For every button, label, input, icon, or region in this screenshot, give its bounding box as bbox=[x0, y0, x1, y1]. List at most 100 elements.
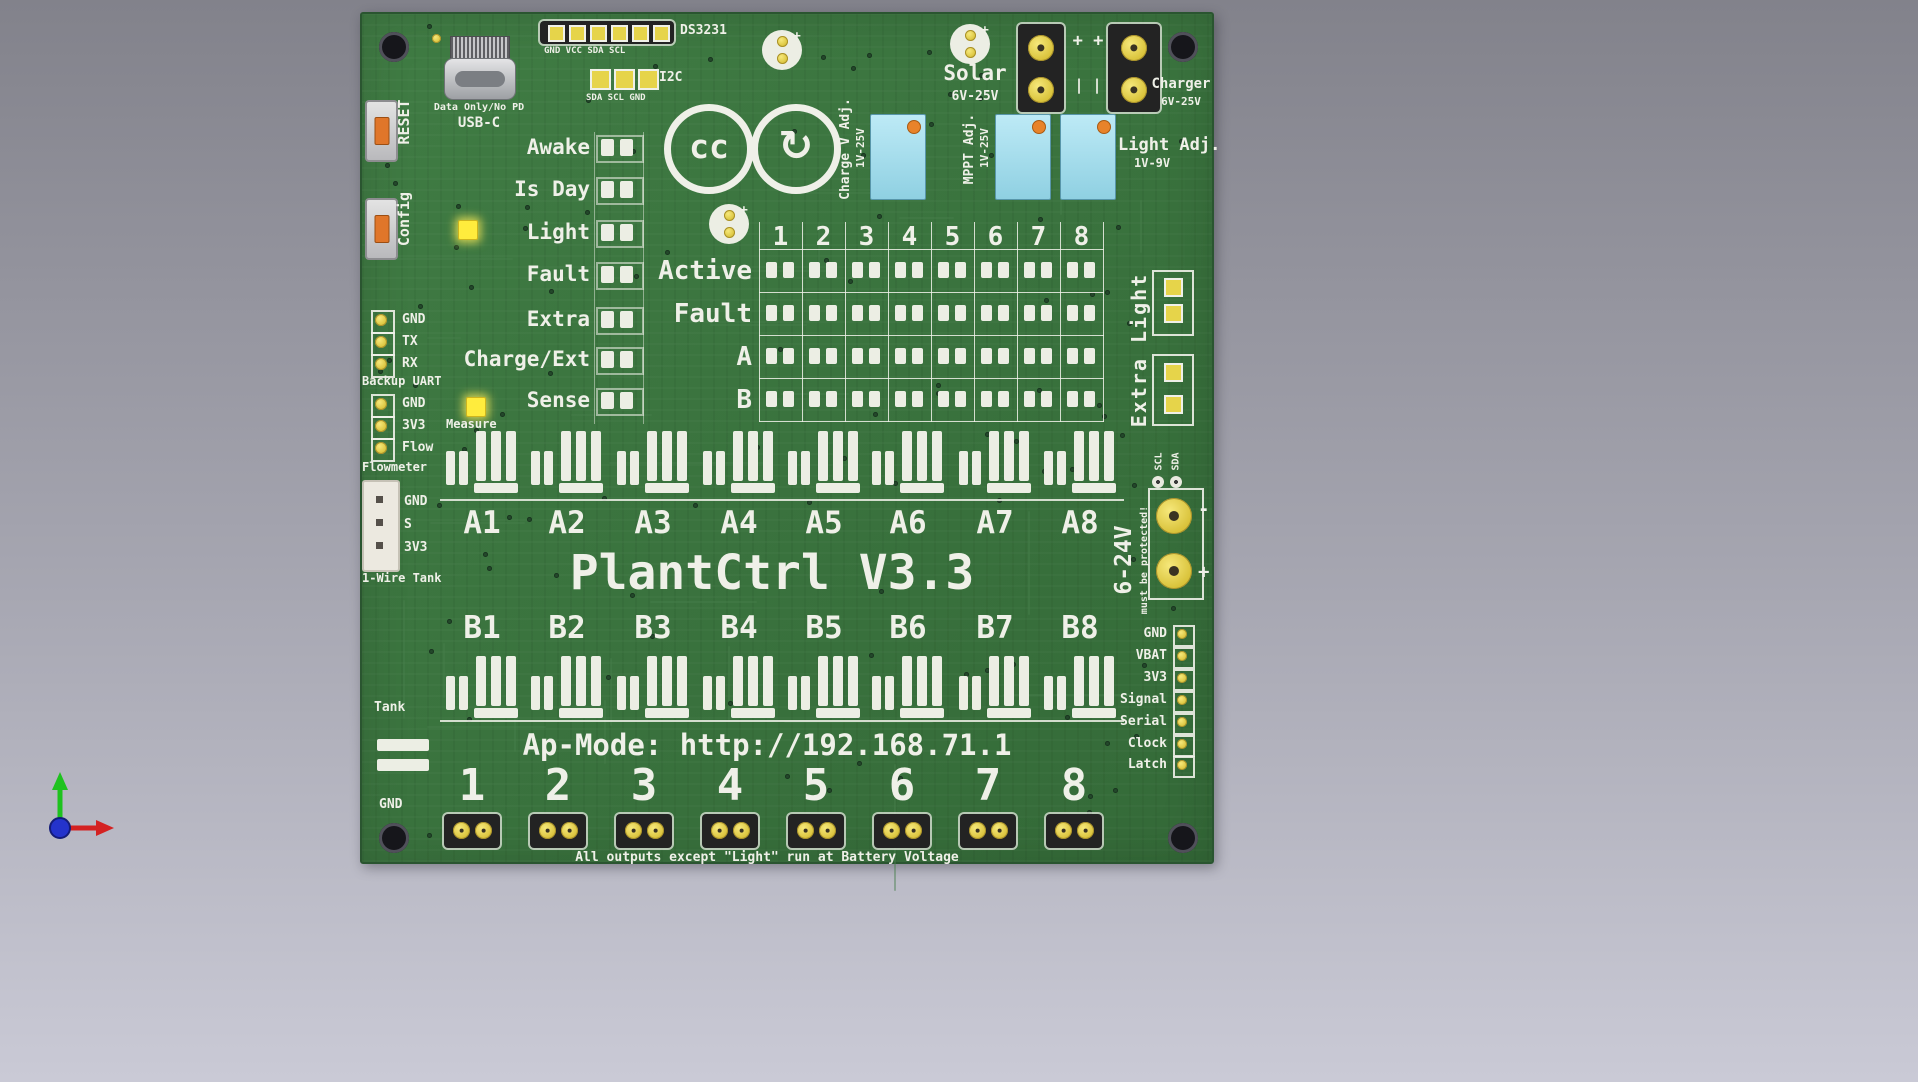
mounting-hole bbox=[379, 32, 409, 62]
channel-connector-pad bbox=[446, 451, 455, 485]
channel-b5-label: B5 bbox=[805, 610, 843, 646]
signal-pad-frame bbox=[1173, 647, 1195, 669]
scl-label: SCL bbox=[1153, 452, 1165, 471]
via bbox=[387, 357, 393, 363]
output-pad bbox=[883, 822, 900, 839]
matrix-row-a: A bbox=[736, 342, 752, 372]
via bbox=[462, 447, 468, 453]
matrix-led-pad bbox=[955, 262, 966, 278]
via bbox=[897, 776, 903, 782]
trimpot-mppt bbox=[995, 114, 1051, 200]
channel-connector-pad bbox=[561, 656, 571, 706]
matrix-led-pad bbox=[766, 305, 777, 321]
via bbox=[547, 371, 553, 377]
channel-connector-pad bbox=[848, 431, 858, 481]
usbc-note: Data Only/No PD bbox=[433, 102, 525, 113]
signal-label-latch: Latch bbox=[1127, 757, 1167, 772]
status-led-pad bbox=[601, 311, 614, 328]
polarity-plus: + + bbox=[1072, 31, 1104, 51]
channel-connector-pad bbox=[474, 708, 518, 718]
channel-connector-pad bbox=[917, 431, 927, 481]
matrix-led-pad bbox=[852, 262, 863, 278]
matrix-col-5: 5 bbox=[944, 222, 961, 252]
via bbox=[857, 760, 863, 766]
output-pad bbox=[905, 822, 922, 839]
status-led-pad bbox=[620, 392, 633, 409]
matrix-led-pad bbox=[998, 305, 1009, 321]
usbc-slot bbox=[455, 71, 505, 87]
via bbox=[630, 149, 636, 155]
status-led-pad bbox=[601, 351, 614, 368]
power-minus-mark: - bbox=[1198, 498, 1210, 520]
matrix-led-pad bbox=[1067, 262, 1078, 278]
status-led-label-awake: Awake bbox=[526, 135, 590, 159]
signal-label-signal: Signal bbox=[1120, 692, 1167, 707]
via bbox=[1043, 298, 1049, 304]
signal-pad bbox=[1177, 739, 1187, 749]
usbc-connector bbox=[444, 58, 516, 100]
signal-label-vbat: VBAT bbox=[1135, 648, 1167, 663]
ap-mode-text: Ap-Mode: http://192.168.71.1 bbox=[522, 728, 1012, 762]
via bbox=[827, 788, 833, 794]
output-pad bbox=[991, 822, 1008, 839]
via bbox=[426, 832, 432, 838]
extra-light-pad bbox=[1164, 363, 1183, 382]
via bbox=[1096, 403, 1102, 409]
channel-connector-pad bbox=[1044, 676, 1053, 710]
channel-connector-pad bbox=[576, 656, 586, 706]
matrix-col-2: 2 bbox=[815, 222, 832, 252]
onewire-pin-s: S bbox=[404, 517, 412, 532]
flow-pin-3v3: 3V3 bbox=[402, 418, 426, 433]
channel-connector-pad bbox=[1057, 676, 1066, 710]
matrix-led-pad bbox=[783, 391, 794, 407]
matrix-grid-line bbox=[931, 222, 932, 422]
config-button bbox=[365, 198, 398, 260]
sharealike-arrow-icon: ↻ bbox=[778, 120, 814, 170]
status-led-pad bbox=[620, 224, 633, 241]
via bbox=[1126, 321, 1132, 327]
channel-connector-pad bbox=[544, 676, 553, 710]
via bbox=[820, 54, 826, 60]
status-led-courtyard bbox=[596, 177, 644, 205]
flow-pin-gnd: GND bbox=[402, 396, 426, 411]
output-5-label: 5 bbox=[802, 760, 830, 811]
channel-connector-pad bbox=[833, 656, 843, 706]
connector-pin bbox=[376, 519, 383, 526]
via bbox=[985, 667, 991, 673]
status-led-pad bbox=[601, 224, 614, 241]
usbc-pad bbox=[432, 34, 441, 43]
channel-a5-label: A5 bbox=[805, 505, 843, 541]
trimpot-charge-v bbox=[870, 114, 926, 200]
matrix-grid-line bbox=[845, 222, 846, 422]
via bbox=[393, 181, 399, 187]
copper-trace bbox=[514, 687, 517, 753]
solar-range: 6V-25V bbox=[951, 89, 999, 104]
matrix-led-pad bbox=[1024, 348, 1035, 364]
copper-trace bbox=[382, 257, 514, 260]
channel-connector-pad bbox=[932, 431, 942, 481]
matrix-led-pad bbox=[981, 391, 992, 407]
matrix-grid-line bbox=[759, 249, 1104, 250]
matrix-led-pad bbox=[1067, 305, 1078, 321]
channel-connector-pad bbox=[716, 451, 725, 485]
via bbox=[778, 347, 784, 353]
charger-label: Charger bbox=[1151, 76, 1211, 92]
onewire-pin-3v3: 3V3 bbox=[404, 540, 428, 555]
output-pad bbox=[539, 822, 556, 839]
matrix-grid-line bbox=[974, 222, 975, 422]
channel-connector-pad bbox=[731, 708, 775, 718]
signal-pad bbox=[1177, 695, 1187, 705]
via bbox=[841, 455, 847, 461]
channel-connector-pad bbox=[989, 656, 999, 706]
matrix-led-pad bbox=[1024, 305, 1035, 321]
matrix-led-pad bbox=[1084, 305, 1095, 321]
trimpot-screw-icon bbox=[1032, 120, 1046, 134]
matrix-led-pad bbox=[1041, 391, 1052, 407]
output-pad bbox=[969, 822, 986, 839]
matrix-grid-line bbox=[1060, 222, 1061, 422]
matrix-led-pad bbox=[998, 348, 1009, 364]
trimpot-mppt-range: 1V-25V bbox=[977, 128, 991, 168]
channel-connector-pad bbox=[731, 483, 775, 493]
matrix-led-pad bbox=[1084, 348, 1095, 364]
